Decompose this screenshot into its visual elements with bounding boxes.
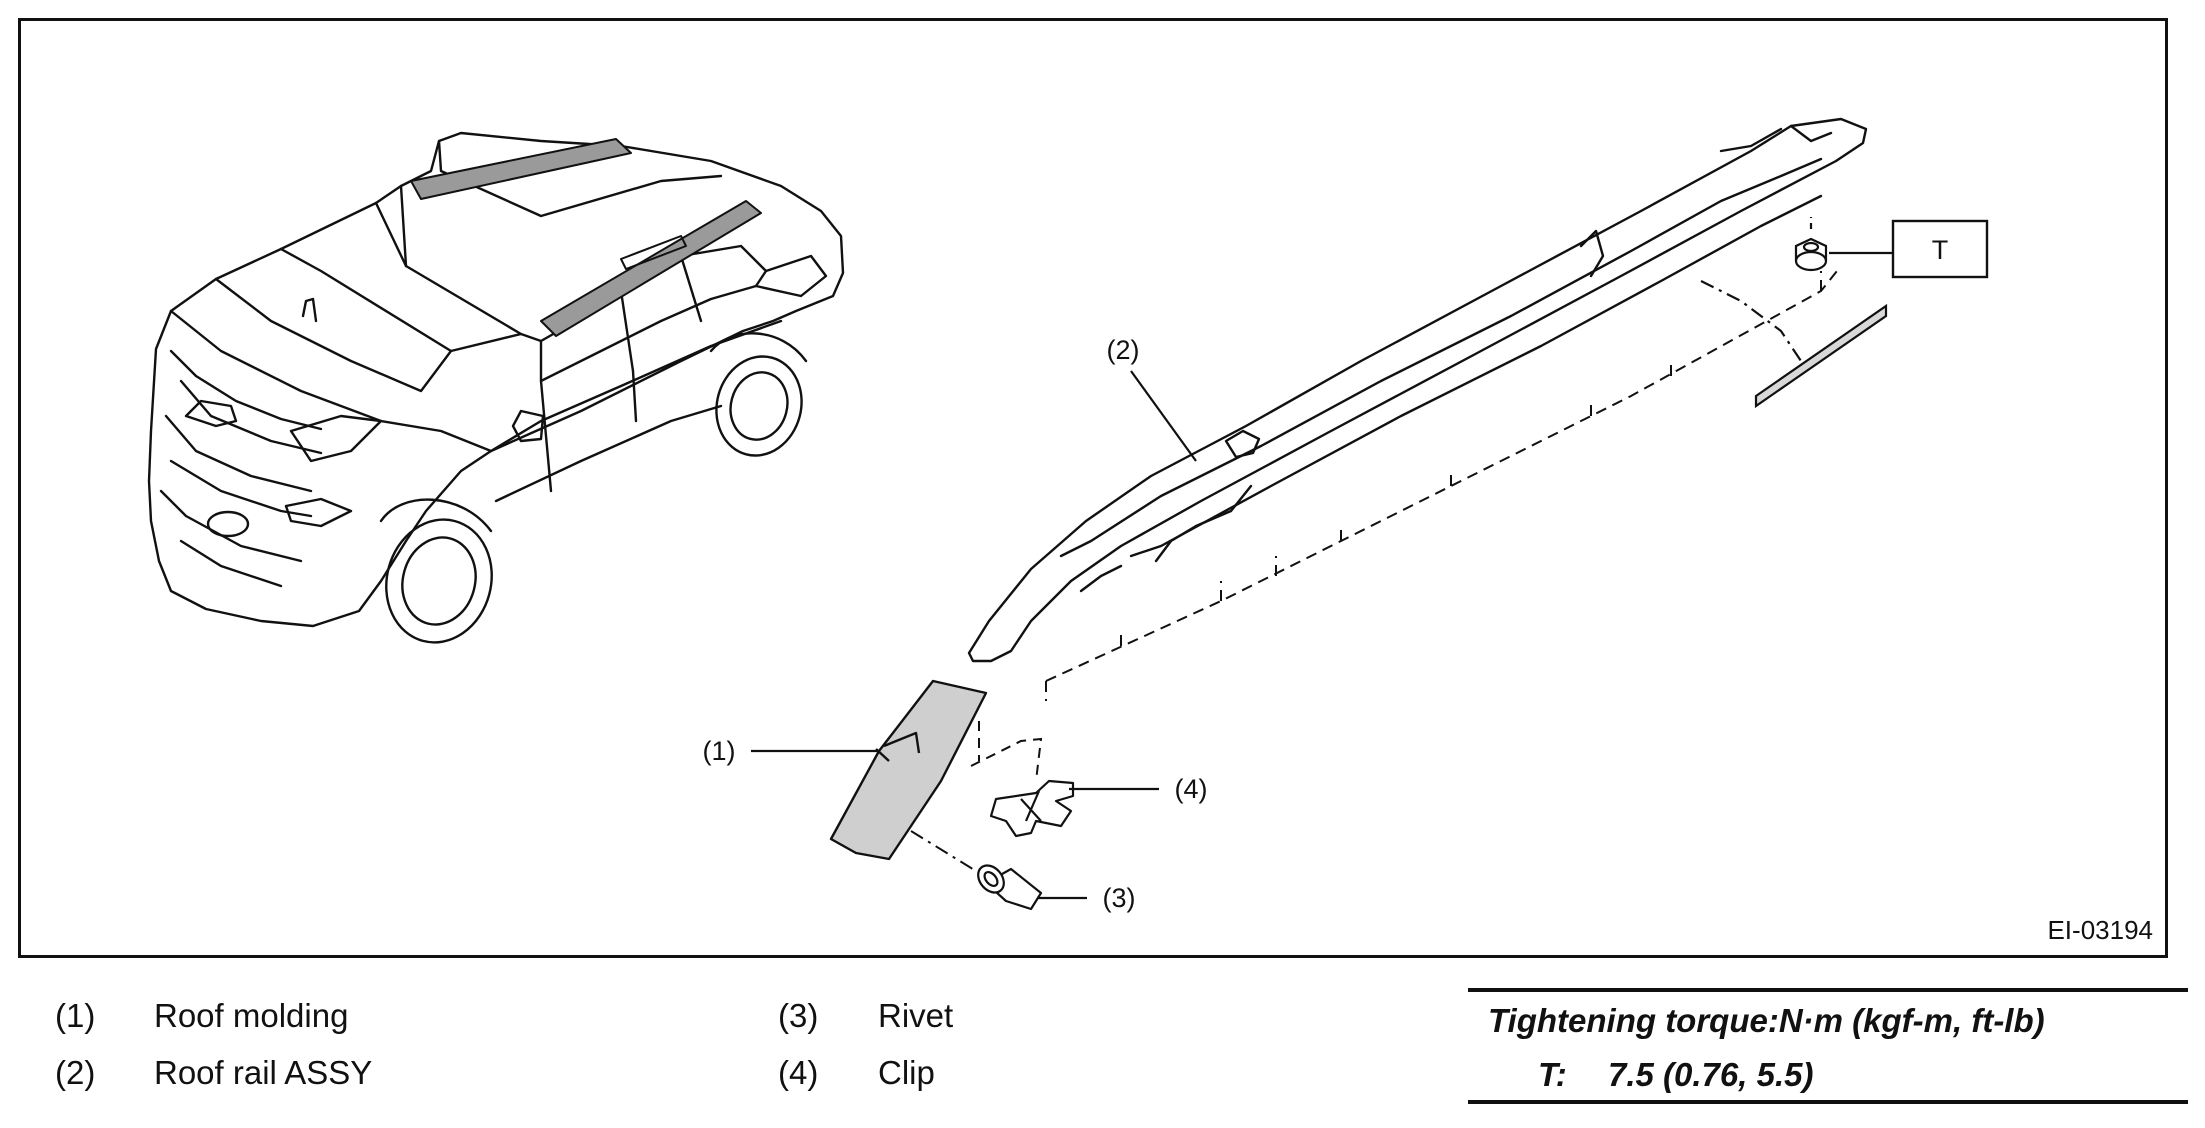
legend-num-1: (1) — [55, 997, 96, 1034]
exploded-view-diagram: T (2) (1) (4) — [147, 117, 2153, 945]
torque-title: Tightening torque:N·m (kgf-m, ft-lb) — [1488, 1002, 2045, 1039]
legend-name-2: Roof rail ASSY — [154, 1054, 373, 1091]
rivet — [977, 864, 1043, 911]
rail-mounting-dashes — [1045, 265, 1842, 701]
clip-dashes — [970, 721, 1043, 782]
legend-num-4: (4) — [778, 1054, 819, 1091]
torque-bottom-rule — [1468, 1100, 2188, 1104]
torque-top-rule — [1468, 988, 2188, 992]
callout-roof-rail-assy: (2) — [1107, 335, 1140, 365]
roof-molding — [829, 679, 988, 861]
vehicle-roof-rails-highlight — [410, 138, 762, 337]
torque-specification: Tightening torque:N·m (kgf-m, ft-lb) T: … — [1468, 988, 2188, 1104]
callout-2-leader — [1130, 370, 1197, 462]
roof-rail-assy — [967, 117, 1868, 663]
torque-key: T: — [1538, 1056, 1567, 1093]
legend-name-4: Clip — [878, 1054, 935, 1091]
callout-rivet: (3) — [1103, 883, 1136, 913]
rivet-centerline — [910, 830, 977, 872]
torque-value: 7.5 (0.76, 5.5) — [1608, 1056, 1814, 1093]
figure-id: EI-03194 — [2047, 915, 2153, 945]
torque-mark-label: T — [1932, 235, 1949, 265]
legend-num-3: (3) — [778, 997, 819, 1034]
legend-num-2: (2) — [55, 1054, 96, 1091]
legend-name-3: Rivet — [878, 997, 954, 1034]
figure-frame: T (2) (1) (4) — [18, 18, 2168, 958]
flange-nut — [1794, 217, 1828, 272]
callout-roof-molding: (1) — [703, 736, 736, 766]
torque-mark-box — [1891, 219, 1989, 279]
callout-clip: (4) — [1175, 774, 1208, 804]
legend-name-1: Roof molding — [154, 997, 349, 1034]
rail-end-strip — [1700, 280, 1888, 409]
clip — [989, 779, 1075, 838]
